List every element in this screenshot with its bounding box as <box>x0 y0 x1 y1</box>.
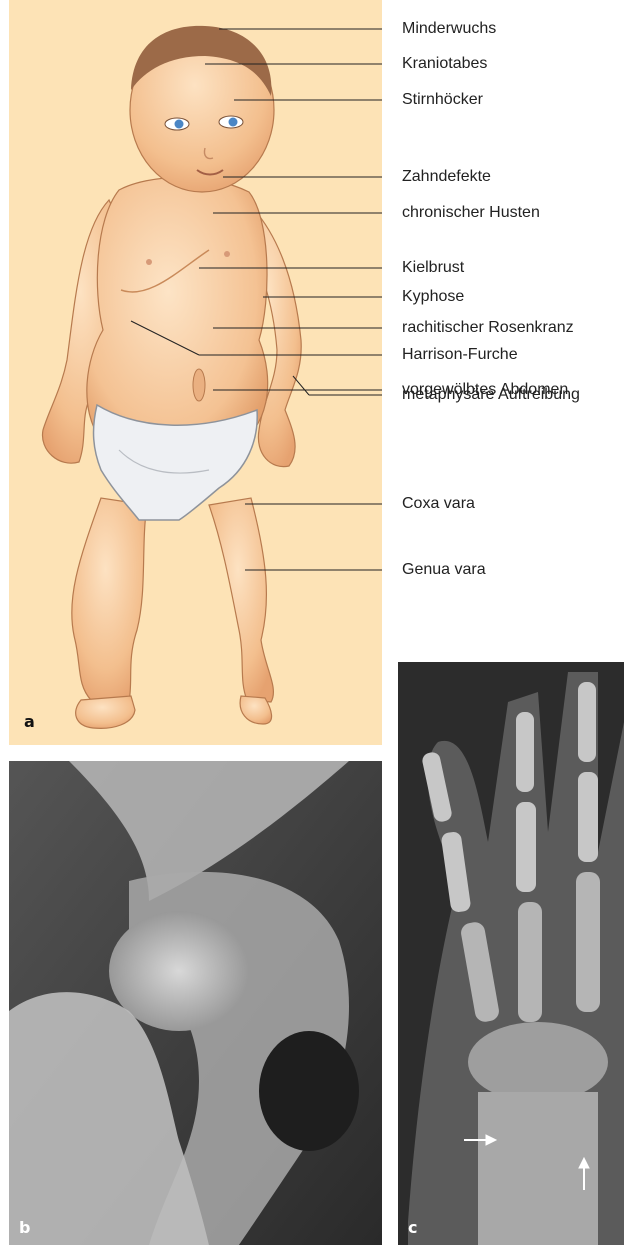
hand-xray-image <box>398 662 624 1245</box>
panel-letter-b: b <box>19 1218 30 1237</box>
panel-letter-a: a <box>24 712 35 731</box>
label-metaphysaere-auftreibung: metaphysäre Auftreibung <box>402 386 580 404</box>
panel-letter-c: c <box>408 1218 417 1237</box>
left-leg <box>209 498 273 702</box>
right-leg <box>72 498 147 702</box>
carpals <box>468 1022 608 1102</box>
label-harrison-furche: Harrison-Furche <box>402 346 518 364</box>
label-kraniotabes: Kraniotabes <box>402 55 487 73</box>
panel-c-hand-xray: c <box>398 662 624 1245</box>
label-kielbrust: Kielbrust <box>402 259 464 277</box>
label-stirnhoecker: Stirnhöcker <box>402 91 483 109</box>
obturator-foramen <box>259 1031 359 1151</box>
hip-xray-image <box>9 761 382 1245</box>
child-illustration <box>9 0 382 745</box>
left-foot <box>240 696 271 724</box>
left-iris <box>229 118 238 127</box>
panel-b-hip-xray: b <box>9 761 382 1245</box>
right-iris <box>175 120 184 129</box>
label-minderwuchs: Minderwuchs <box>402 20 496 38</box>
label-chronischer-husten: chronischer Husten <box>402 204 540 222</box>
label-rachitischer-rosenkranz: rachitischer Rosenkranz <box>402 319 574 337</box>
right-nipple <box>146 259 152 265</box>
panel-a-illustration: a <box>9 0 382 745</box>
navel <box>193 369 205 401</box>
label-coxa-vara: Coxa vara <box>402 495 475 513</box>
label-kyphose: Kyphose <box>402 288 464 306</box>
left-nipple <box>224 251 230 257</box>
label-zahndefekte: Zahndefekte <box>402 168 491 186</box>
label-genua-vara: Genua vara <box>402 561 486 579</box>
right-foot <box>76 696 135 728</box>
